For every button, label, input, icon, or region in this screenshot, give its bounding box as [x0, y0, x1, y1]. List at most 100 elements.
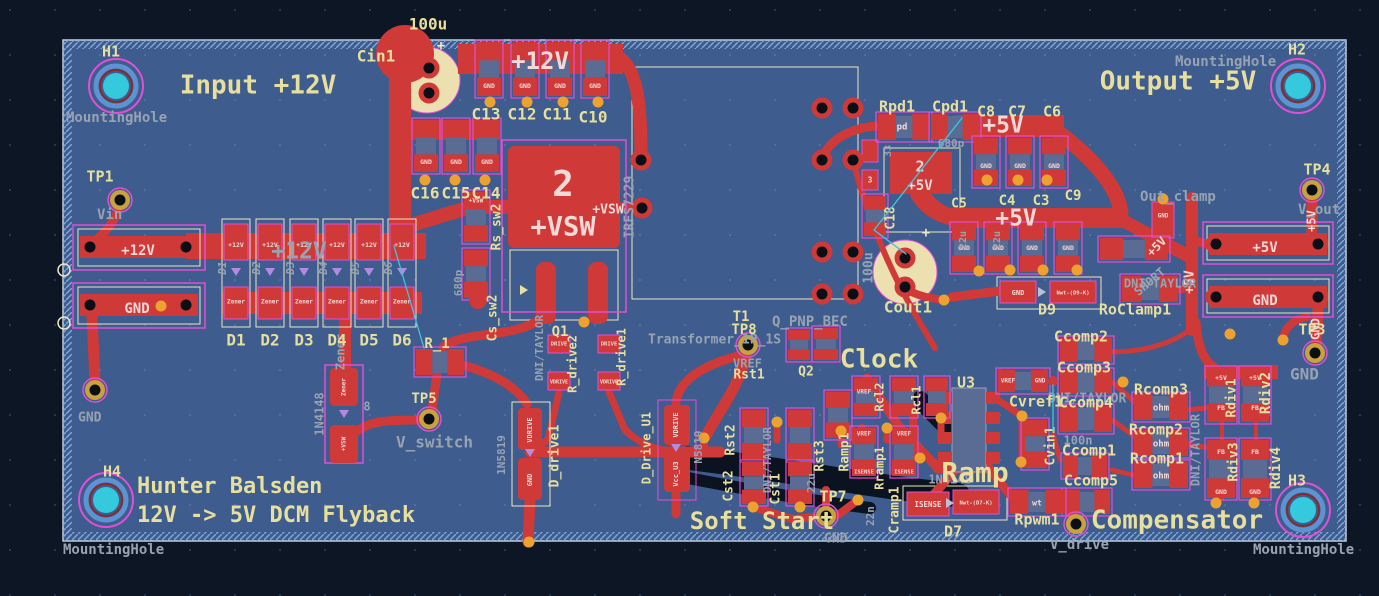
res-rcl2[interactable] [889, 375, 919, 419]
refdes-u3[interactable]: U3 [957, 374, 975, 392]
label-mountinghole[interactable]: MountingHole [66, 110, 167, 126]
cin1-pad1[interactable] [418, 57, 440, 79]
res-rdiv2a[interactable] [1204, 365, 1238, 425]
value-680p[interactable]: 680p [452, 269, 465, 296]
trace-q1-r1[interactable] [438, 313, 548, 352]
refdes-cvref1[interactable]: Cvref1 [1009, 393, 1063, 411]
mosfet-pad-right[interactable] [588, 262, 608, 324]
conn12v-bar[interactable] [80, 236, 198, 258]
label-outclamp[interactable]: Out_clamp [1140, 189, 1216, 205]
net-label-12v-bar[interactable]: +12V [511, 47, 569, 75]
cap-c14[interactable] [472, 117, 502, 175]
cap-ccomp3[interactable] [1057, 367, 1115, 397]
trace-comp-a[interactable] [1107, 323, 1197, 355]
via[interactable] [449, 174, 461, 186]
via[interactable] [981, 174, 993, 186]
cout1-pad1[interactable] [894, 247, 916, 269]
refdes-c13[interactable]: C13 [472, 105, 501, 124]
refdes-tp8[interactable]: TP8 [731, 322, 756, 338]
value-100n[interactable]: 100n [1064, 434, 1093, 448]
trace-diode-up[interactable] [671, 351, 743, 408]
d9-pad-gnd[interactable] [999, 280, 1037, 304]
via[interactable] [771, 416, 783, 428]
via[interactable] [973, 265, 985, 277]
mounting-hole-h3[interactable] [1275, 482, 1331, 538]
u3-body[interactable] [951, 387, 987, 473]
refdes-ddriveu1[interactable]: D_Drive_U1 [640, 412, 655, 484]
trace-comp-e[interactable] [1182, 441, 1213, 451]
refdes-rdiv1[interactable]: Rdiv1 [1225, 378, 1240, 417]
via[interactable] [592, 96, 604, 108]
refdes-c15[interactable]: C15 [442, 184, 471, 203]
zd-1n4148-pad2[interactable] [330, 425, 358, 463]
cap-cvin1[interactable] [1020, 417, 1050, 471]
refdes-c3[interactable]: C3 [1033, 193, 1050, 209]
via[interactable] [521, 96, 533, 108]
refdes-rcl2[interactable]: Rcl2 [873, 383, 887, 412]
conn5v-bar[interactable] [1209, 233, 1327, 255]
refdes-c12[interactable]: C12 [508, 105, 537, 124]
refdes-ccomp2[interactable]: Ccomp2 [1054, 328, 1108, 346]
via[interactable] [419, 174, 431, 186]
cap-cst2[interactable] [739, 459, 769, 507]
trace-comp-c[interactable] [1109, 417, 1140, 441]
bar-5v-top[interactable] [956, 115, 1064, 137]
via[interactable] [1004, 264, 1016, 276]
cap-c11[interactable] [545, 39, 575, 99]
via[interactable] [794, 501, 806, 513]
label-output-5v[interactable]: Output +5V [1100, 67, 1257, 97]
bar5v-top-net[interactable]: +5V [982, 113, 1024, 139]
trace-gnd-drop[interactable] [86, 310, 101, 388]
refdes-h1[interactable]: H1 [102, 43, 120, 61]
value-qpnpbec[interactable]: Q_PNP_BEC [772, 314, 848, 330]
u3-pad[interactable] [938, 432, 952, 444]
conngnd-bar[interactable] [80, 294, 198, 316]
cap-c5[interactable] [949, 221, 979, 275]
via[interactable] [1277, 334, 1289, 346]
refdes-d2-silk[interactable]: D2 [250, 261, 263, 276]
label-gnd[interactable]: GND [824, 532, 848, 547]
trace-comp-d[interactable] [1182, 405, 1208, 413]
res-roclamp1[interactable] [1119, 273, 1181, 305]
via[interactable] [479, 174, 491, 186]
rdrive2-pad2[interactable] [547, 371, 571, 391]
d6-pad-top[interactable] [389, 223, 415, 261]
refdes-tp5[interactable]: TP5 [411, 391, 436, 407]
net-5v-vert[interactable]: +5V [1183, 270, 1198, 294]
refdes-c5[interactable]: C5 [951, 197, 967, 212]
refdes-d3[interactable]: D3 [294, 331, 313, 350]
label-vref[interactable]: VREF [733, 357, 762, 371]
res-rramp1[interactable] [849, 425, 879, 479]
label-mountinghole[interactable]: MountingHole [1253, 542, 1354, 558]
refdes-ramp1[interactable]: Ramp1 [838, 432, 853, 471]
refdes-rcomp1[interactable]: Rcomp1 [1130, 450, 1184, 468]
conn12v-pin2[interactable] [175, 236, 197, 258]
label-gnd[interactable]: GND [78, 411, 102, 426]
label-mountinghole[interactable]: MountingHole [63, 542, 164, 558]
d1-pad-bot[interactable] [223, 286, 249, 320]
refdes-cramp1[interactable]: Cramp1 [888, 486, 903, 533]
net-gnd-tp3[interactable]: GND [1309, 318, 1323, 340]
res-rst3[interactable] [823, 389, 853, 441]
mosfet-vsw-pad[interactable] [508, 146, 620, 248]
label-clock[interactable]: Clock [840, 345, 919, 375]
via[interactable] [938, 294, 950, 306]
res-rcomp2[interactable] [1131, 427, 1191, 459]
rdrive1-pad2[interactable] [597, 371, 621, 391]
label-100u-top[interactable]: 100u [409, 15, 448, 34]
refdes-c8[interactable]: C8 [977, 103, 995, 121]
refdes-cpd1[interactable]: Cpd1 [932, 98, 968, 116]
trace-bar1-bar2[interactable] [1050, 124, 1129, 220]
value-22n[interactable]: 22n [864, 506, 877, 526]
refdes-d1[interactable]: D1 [226, 331, 245, 350]
res-rdiv2b[interactable] [1238, 365, 1272, 425]
via[interactable] [852, 494, 864, 506]
via[interactable] [155, 300, 167, 312]
res-rpd1[interactable] [875, 111, 933, 143]
refdes-rdiv3[interactable]: Rdiv3 [1227, 442, 1242, 481]
label-author[interactable]: Hunter Balsden [137, 474, 322, 499]
ddriveu1-pad2[interactable] [664, 452, 690, 492]
value-dnitaylor[interactable]: DNI/TAYLOR [1048, 392, 1126, 407]
res-rcomp3[interactable] [1131, 391, 1191, 423]
